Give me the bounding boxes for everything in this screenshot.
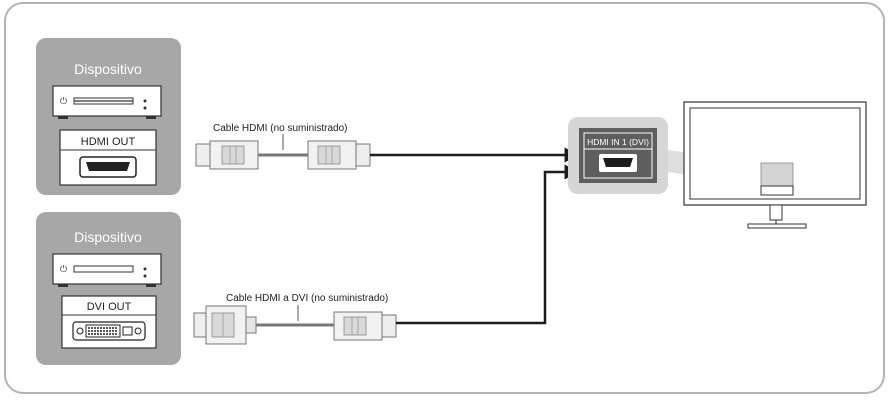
tv-monitor-icon xyxy=(683,101,867,229)
tv-input-label: HDMI IN 1 (DVI) xyxy=(587,137,649,147)
svg-text:⏻: ⏻ xyxy=(60,264,67,274)
device-title: Dispositivo xyxy=(74,229,142,245)
device-panel-hdmi: Dispositivo ⏻ HDMI OUT xyxy=(36,38,181,195)
dvi-out-label: DVI OUT xyxy=(87,301,132,313)
dvi-cable: Cable HDMI a DVI (no suministrado) xyxy=(193,164,580,345)
dvi-port-icon xyxy=(72,321,146,341)
hdmi-connector-right xyxy=(333,311,397,341)
svg-text:⏻: ⏻ xyxy=(60,96,67,106)
dvi-connector-left xyxy=(193,305,257,345)
outer-frame xyxy=(4,2,885,394)
hdmi-port-icon xyxy=(79,156,137,178)
device-title: Dispositivo xyxy=(74,61,142,77)
hdmi-port-icon xyxy=(599,154,637,172)
hdmi-cable: Cable HDMI (no suministrado) xyxy=(195,123,580,170)
tv-hdmi-input: HDMI IN 1 (DVI) xyxy=(568,117,668,194)
device-panel-dvi: Dispositivo ⏻ DVI OUT xyxy=(36,212,181,365)
hdmi-cable-label: Cable HDMI (no suministrado) xyxy=(213,123,348,134)
hdmi-connector-right xyxy=(307,140,371,170)
hdmi-out-label: HDMI OUT xyxy=(81,136,136,148)
dvi-cable-label: Cable HDMI a DVI (no suministrado) xyxy=(226,293,388,304)
hdmi-connector-left xyxy=(195,140,259,170)
media-player-icon: ⏻ xyxy=(52,85,162,119)
media-player-icon: ⏻ xyxy=(52,253,162,287)
dvi-cable-line xyxy=(396,164,580,325)
